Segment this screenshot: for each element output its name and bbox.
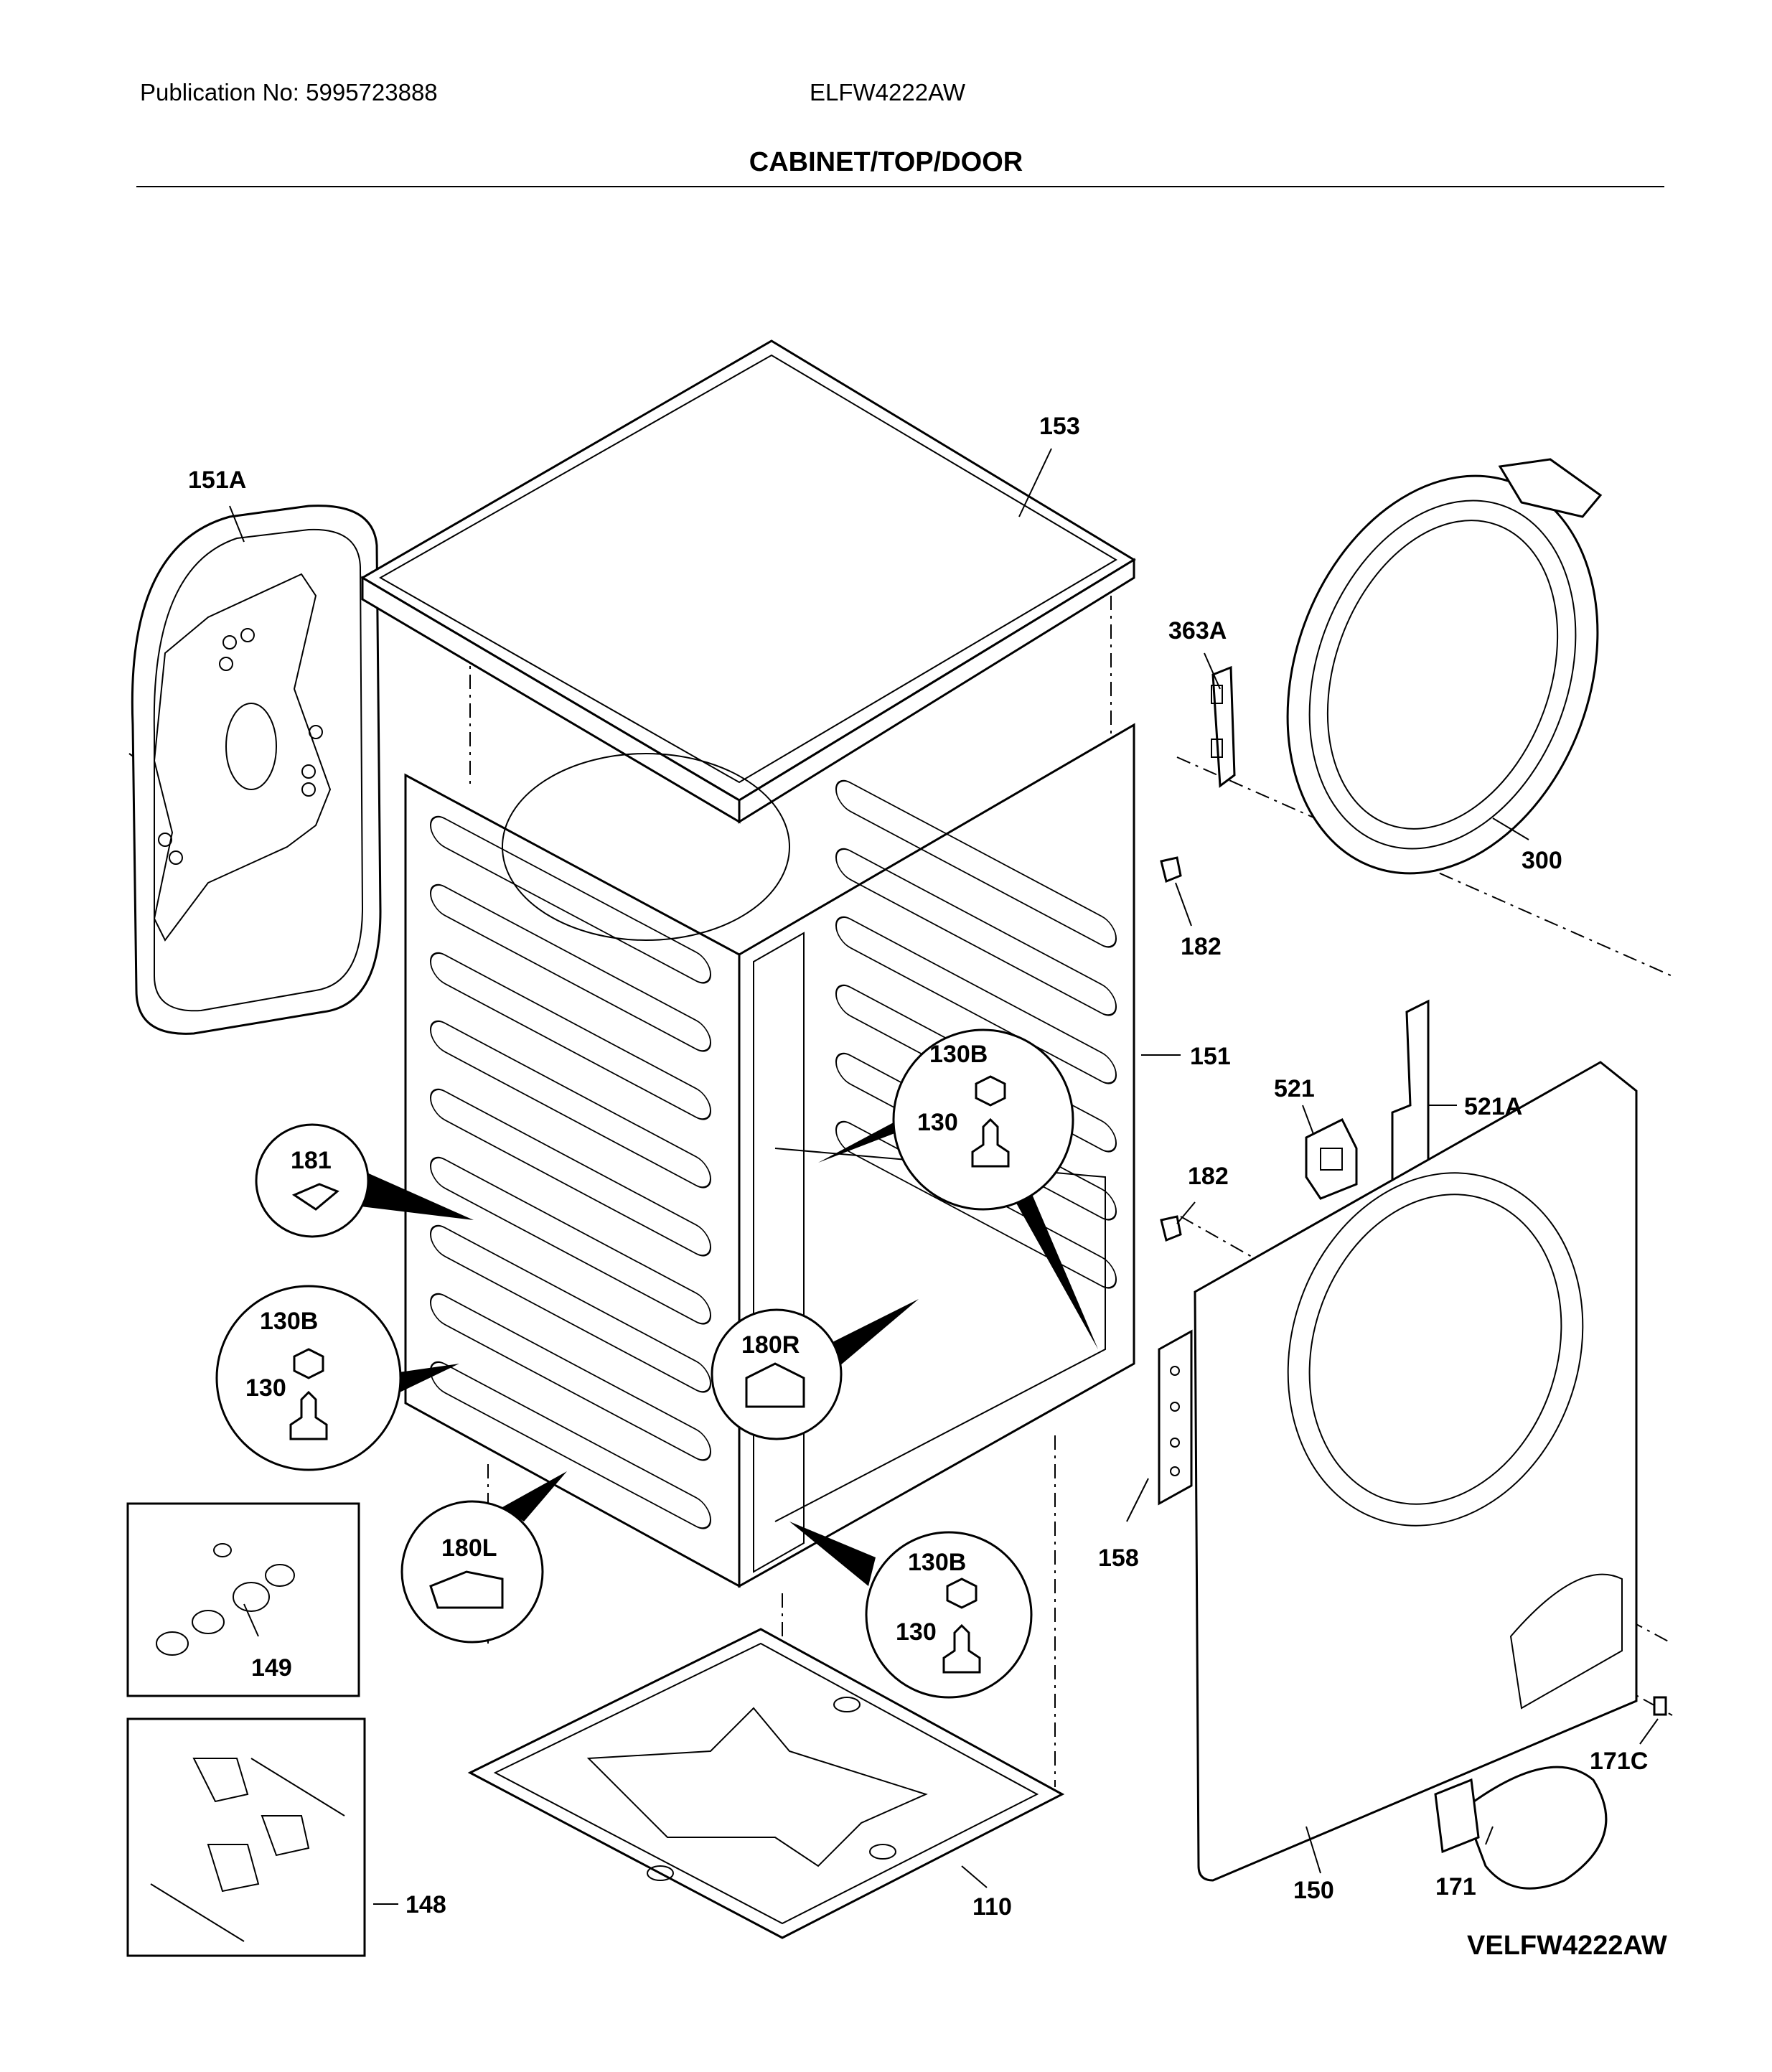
- callout-363a: 363A: [1168, 617, 1227, 644]
- detail-bubble-181: [255, 1123, 474, 1238]
- callout-182-lower: 182: [1188, 1163, 1229, 1190]
- cabinet-side-ribs: [430, 779, 1117, 1529]
- front-panel-150: [1194, 1061, 1638, 1882]
- top-lid-153: [360, 339, 1136, 824]
- callout-labels: 153 151A 363A 300 182 182 151 521 521A 1…: [188, 413, 1648, 1921]
- callout-151: 151: [1190, 1043, 1231, 1070]
- callout-180l: 180L: [441, 1534, 497, 1562]
- callout-130b-left: 130B: [260, 1308, 318, 1335]
- lock-521: [1305, 1117, 1358, 1200]
- detail-bubble-130b-right: [818, 1028, 1098, 1349]
- callout-150: 150: [1293, 1877, 1334, 1904]
- rear-panel-151a: [131, 505, 382, 1035]
- callout-151a: 151A: [188, 467, 246, 494]
- callout-171c: 171C: [1590, 1748, 1648, 1775]
- page-title: CABINET/TOP/DOOR: [749, 147, 1023, 177]
- callout-130-left: 130: [245, 1374, 286, 1402]
- filter-door-171: [1434, 1766, 1608, 1890]
- diagram-code: VELFW4222AW: [1467, 1931, 1667, 1961]
- screws-182: [1160, 856, 1182, 1242]
- callout-130-right: 130: [917, 1109, 958, 1136]
- callout-158: 158: [1098, 1544, 1139, 1572]
- callout-153: 153: [1039, 413, 1080, 440]
- base-pan-110: [467, 1628, 1065, 1939]
- bracket-521a: [1391, 999, 1430, 1183]
- header-divider: [136, 186, 1664, 187]
- callout-110: 110: [972, 1893, 1012, 1921]
- callout-180r: 180R: [741, 1331, 800, 1359]
- publication-number: Publication No: 5995723888: [140, 79, 438, 106]
- box-148: [126, 1717, 366, 1957]
- callout-182-upper: 182: [1181, 933, 1222, 960]
- leader-lines: [229, 448, 1659, 1905]
- model-number: ELFW4222AW: [810, 79, 966, 106]
- callout-130-bottom: 130: [896, 1618, 937, 1646]
- callout-300: 300: [1522, 847, 1562, 874]
- detail-bubble-130b-left: [215, 1285, 459, 1471]
- box-149: [126, 1502, 360, 1697]
- clip-171c: [1653, 1696, 1667, 1716]
- hinge-plate-158: [1158, 1329, 1193, 1506]
- callout-149: 149: [251, 1654, 292, 1682]
- detail-bubble-130b-bottom: [789, 1522, 1033, 1699]
- detail-bubble-180l: [400, 1471, 567, 1644]
- callout-148: 148: [406, 1891, 446, 1918]
- callout-130b-bottom: 130B: [908, 1549, 966, 1576]
- callout-521a: 521A: [1464, 1093, 1522, 1120]
- callout-181: 181: [291, 1147, 332, 1174]
- callout-130b-right: 130B: [929, 1041, 988, 1068]
- callout-171: 171: [1435, 1873, 1476, 1900]
- door-300: [1286, 458, 1603, 875]
- callout-521: 521: [1274, 1075, 1315, 1102]
- hinge-363a: [1211, 665, 1236, 788]
- detail-bubble-180r: [711, 1299, 919, 1440]
